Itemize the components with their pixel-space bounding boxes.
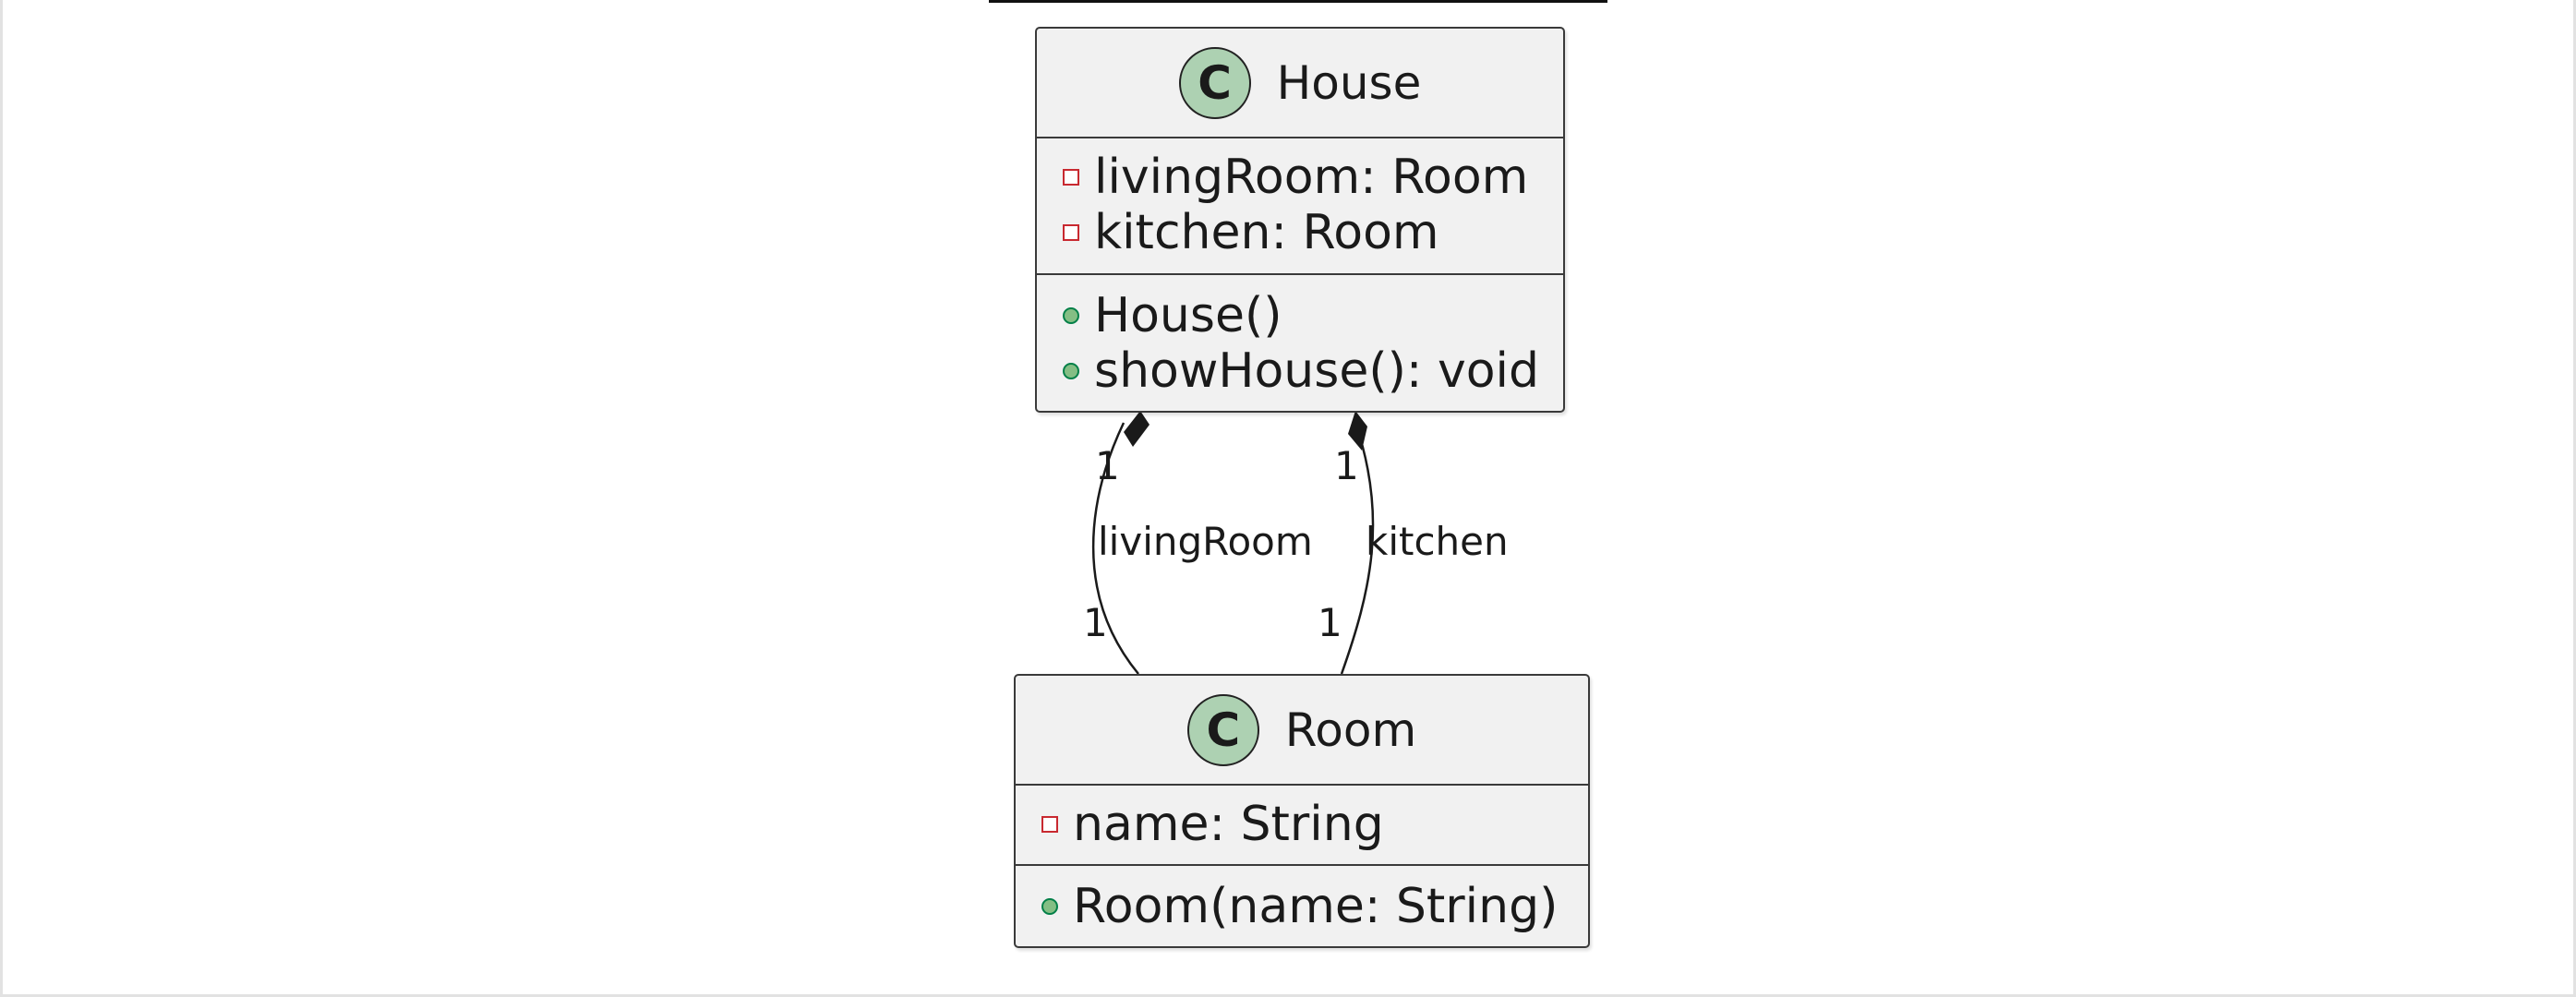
attribute-row: name: String <box>1041 797 1588 852</box>
composition-diamond-kitchen <box>1348 411 1367 450</box>
method-text: House() <box>1094 288 1282 343</box>
attribute-text: kitchen: Room <box>1094 205 1439 260</box>
class-room[interactable]: C Room name: String Room(name: String) <box>1014 674 1590 948</box>
public-visibility-icon <box>1063 307 1079 324</box>
attributes-section: livingRoom: Room kitchen: Room <box>1037 137 1563 273</box>
attribute-row: kitchen: Room <box>1063 205 1563 260</box>
methods-section: Room(name: String) <box>1016 864 1588 946</box>
private-visibility-icon <box>1063 169 1079 186</box>
class-stereotype-icon: C <box>1178 46 1251 119</box>
methods-section: House() showHouse(): void <box>1037 273 1563 411</box>
top-divider <box>989 0 1607 3</box>
class-stereotype-icon: C <box>1186 693 1259 766</box>
edge-label-kitchen: kitchen <box>1366 519 1509 564</box>
composition-diamond-livingroom <box>1124 411 1150 447</box>
multiplicity-kitchen-house: 1 <box>1334 443 1359 488</box>
multiplicity-livingroom-room: 1 <box>1083 600 1108 645</box>
edge-kitchen <box>1340 422 1375 675</box>
relations-layer <box>1091 411 1375 675</box>
attribute-text: livingRoom: Room <box>1094 150 1529 205</box>
attribute-row: livingRoom: Room <box>1063 150 1563 205</box>
public-visibility-icon <box>1063 363 1079 379</box>
class-name: Room <box>1284 703 1417 757</box>
class-house[interactable]: C House livingRoom: Room kitchen: Room H… <box>1035 27 1565 413</box>
edge-livingroom <box>1091 422 1139 675</box>
class-header: C Room <box>1016 676 1588 784</box>
method-text: Room(name: String) <box>1073 879 1559 934</box>
private-visibility-icon <box>1041 816 1058 833</box>
multiplicity-livingroom-house: 1 <box>1095 443 1120 488</box>
multiplicity-kitchen-room: 1 <box>1318 600 1342 645</box>
method-row: showHouse(): void <box>1063 343 1563 399</box>
class-header: C House <box>1037 29 1563 137</box>
method-text: showHouse(): void <box>1094 343 1540 399</box>
private-visibility-icon <box>1063 224 1079 241</box>
attributes-section: name: String <box>1016 784 1588 864</box>
class-name: House <box>1276 55 1422 110</box>
public-visibility-icon <box>1041 898 1058 915</box>
edge-label-livingroom: livingRoom <box>1098 519 1313 564</box>
attribute-text: name: String <box>1073 797 1384 852</box>
method-row: House() <box>1063 288 1563 343</box>
method-row: Room(name: String) <box>1041 879 1588 934</box>
